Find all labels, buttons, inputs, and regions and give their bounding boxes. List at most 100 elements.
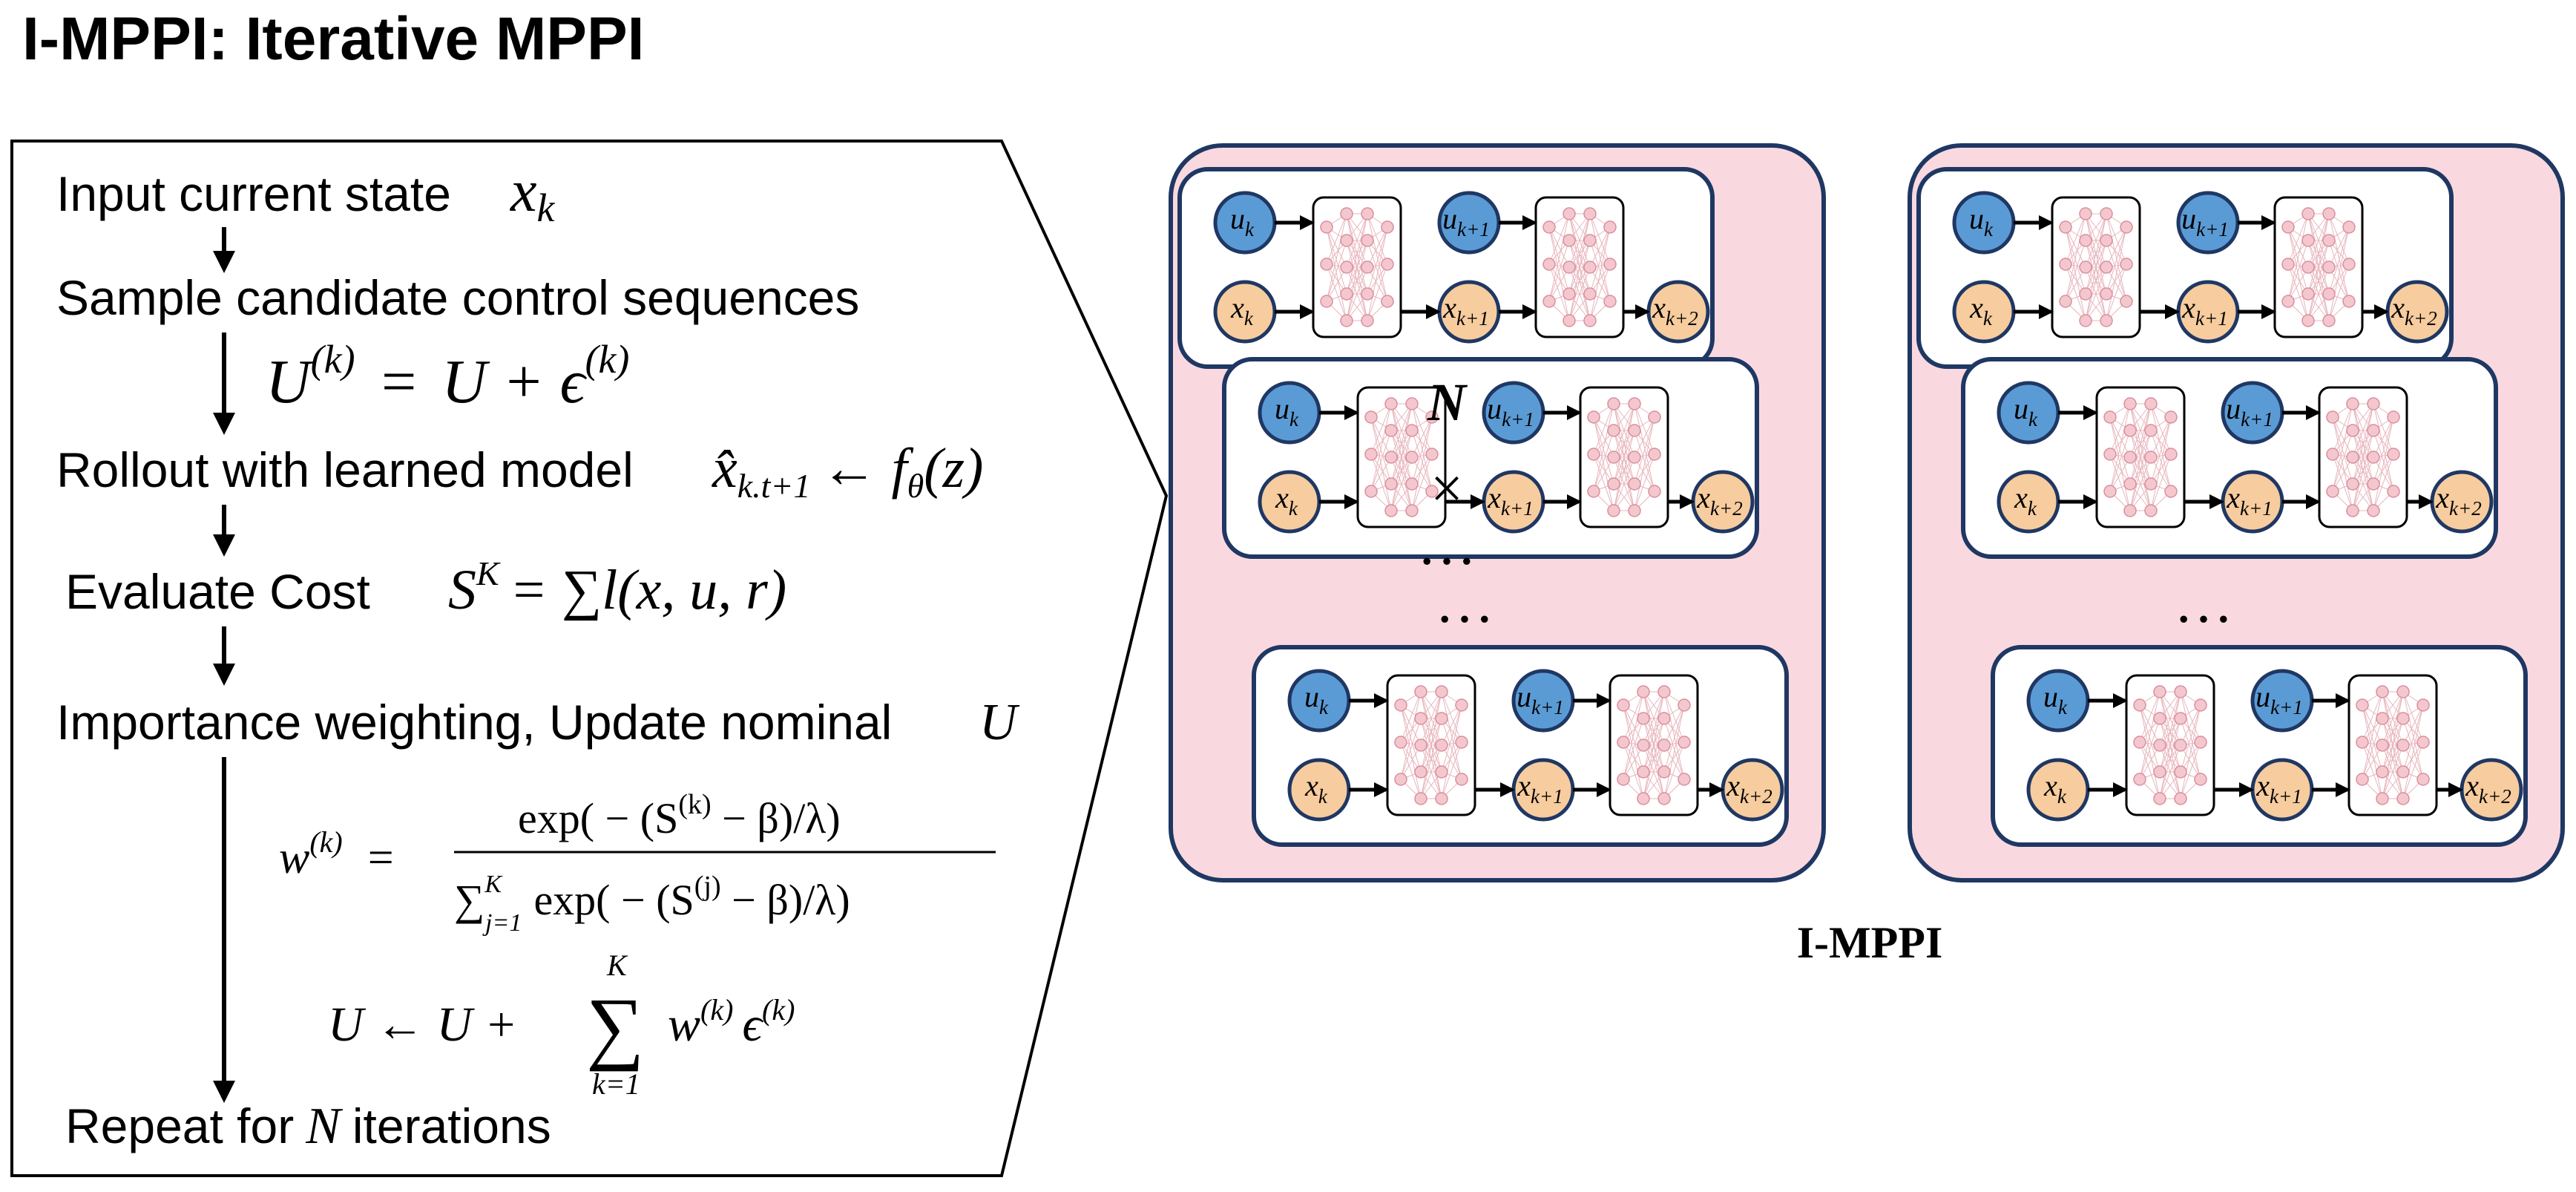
panel-right-row3-b-nn-edge (2402, 691, 2424, 743)
panel-left-row3-b-nn-edge (1663, 744, 1685, 780)
panel-left-row1-a-nn-edge (1346, 213, 1368, 295)
panel-left-row3-a-nn-edge (1420, 691, 1442, 746)
panel-left-row3-a-nn-edge (1420, 691, 1442, 773)
panel-right-row2-a-nn-neuron (2144, 451, 2158, 464)
panel-right-row1-b-nn-edge (2307, 213, 2330, 268)
panel-left-row1-b-nn-edge (1589, 213, 1611, 265)
panel-right-row1-a-nn-edge (2106, 240, 2127, 302)
panel-left-row3-a-nn-edge (1441, 704, 1462, 746)
panel-left-row3-x-label: xk+1 (1517, 769, 1563, 808)
panel-right-row1-a-nn-edge (2106, 213, 2127, 265)
panel-left-row3-b-nn-edge (1643, 691, 1665, 773)
repeat-ellipsis: … (1417, 512, 1476, 577)
panel-right-row2-b-nn-edge (2332, 416, 2353, 485)
panel-right-row1-a-nn-neuron (2120, 220, 2133, 234)
panel-right-row3-a-nn-neuron (2174, 765, 2187, 779)
panel-right-row2-b-nn-edge (2332, 416, 2353, 511)
panel-left-row3-b-nn-neuron (1657, 739, 1671, 752)
panel-left-row2-a-nn-edge (1411, 403, 1433, 455)
panel-right-row3-b-nn-neuron (2356, 736, 2369, 749)
panel-left-row2-b-nn-neuron (1628, 397, 1641, 410)
eq-rollout-xhat: x̂ (712, 437, 737, 500)
panel-right-row3-b-nn-edge (2402, 691, 2424, 780)
panel-right-row1-x-label: xk (1969, 291, 1993, 330)
panel-left-row2-x-label: xk+1 (1487, 481, 1533, 520)
eq-weight-den-sup: (j) (694, 871, 721, 902)
panel-right-row3-b-nn-neuron (2396, 739, 2410, 752)
panel-left-row3-b-nn-edge (1663, 691, 1685, 743)
panel-right-row3-x-label: xk+2 (2465, 769, 2511, 808)
panel-left-row2-b-nn-neuron (1587, 485, 1600, 498)
panel-right-row2-b-nn-neuron (2346, 477, 2359, 491)
panel-left-row1-a-nn-neuron (1381, 258, 1394, 271)
panel-right-row3-b-nn-edge (2382, 691, 2404, 799)
panel-right-row3-a-nn-edge (2159, 691, 2181, 773)
panel-right-row2-b-nn-edge (2332, 403, 2353, 455)
panel-left-row3-a-nn-edge (1400, 691, 1422, 780)
step-nominal-U: U (979, 694, 1020, 751)
panel-left-row3-b-nn-edge (1623, 741, 1644, 799)
panel-right-row1-a-nn-neuron (2059, 258, 2072, 271)
panel-left-row2-b-nn-edge (1613, 430, 1635, 511)
panel-right-row2-a-nn-neuron (2164, 410, 2178, 424)
panel-left-row3-b-nn-neuron (1637, 712, 1650, 725)
panel-left-row2-b-nn-edge (1593, 430, 1614, 492)
panel-right-row3-b-nn-neuron (2416, 773, 2430, 786)
panel-right-row3-b-nn-neuron (2396, 685, 2410, 698)
panel-left-row3-b-nn-edge (1663, 691, 1685, 780)
panel-left-row2-a-nn-edge (1411, 416, 1433, 458)
panel-left-row3-b-nn-edge (1663, 704, 1685, 746)
svg-text:k=1: k=1 (592, 1067, 640, 1101)
panel-left-row1-b-nn-edge (1589, 213, 1611, 302)
step-rollout: Rollout with learned model (56, 442, 634, 497)
panel-left-row2-b-nn-edge (1634, 453, 1655, 511)
panel-left-row1-b-nn-neuron (1563, 234, 1576, 247)
panel-left-row3-a-nn-neuron (1394, 698, 1407, 712)
panel-right-row2-a-nn-edge (2150, 403, 2172, 455)
panel-left-row3-a-nn-neuron (1414, 792, 1427, 805)
panel-right-row3-a-nn-neuron (2153, 765, 2166, 779)
panel-left-row2-a-nn-edge (1411, 453, 1433, 511)
panel-left-row3-b-nn-neuron (1637, 685, 1650, 698)
panel-right-row3-b-nn-neuron (2356, 773, 2369, 786)
panel-right-row2-x-label: xk (2014, 481, 2037, 520)
panel-left-row2-a-nn-edge (1411, 416, 1433, 511)
panel-right-row3-b-nn-neuron (2376, 685, 2389, 698)
panel-right-row3-a-nn-edge (2139, 718, 2161, 780)
eq-update-sum-top: K (606, 949, 628, 982)
panel-right-row3-a-nn-neuron (2194, 736, 2207, 749)
panel-left-row2-a-nn-neuron (1364, 448, 1378, 461)
panel-left-row2-a-nn-edge (1370, 403, 1392, 455)
panel-left-row3-a-nn-neuron (1435, 792, 1448, 805)
panel-right-row2-b-nn-neuron (2346, 451, 2359, 464)
panel-left-row2-a-nn-edge (1370, 456, 1392, 492)
panel-right-row2-x-label: xk+2 (2435, 481, 2481, 520)
panel-right-row3-b-nn-edge (2362, 704, 2383, 799)
panel-left-row3-a-nn-edge (1441, 741, 1462, 799)
panel-left-row1-a-nn-neuron (1320, 220, 1333, 234)
eq-sample-U: U (266, 347, 315, 416)
panel-left-row1-a-nn-neuron (1361, 314, 1374, 327)
panel-left-row3-b-nn-neuron (1657, 712, 1671, 725)
panel-right-row1-a-nn-edge (2106, 263, 2127, 321)
panel-left-row2-a-nn-neuron (1405, 451, 1419, 464)
panel-left-row2-b-nn-edge (1634, 416, 1655, 511)
panel-left-row2-a-nn-neuron (1384, 397, 1398, 410)
panel-left-row3-a-nn-edge (1441, 704, 1462, 799)
svg-text:SK= ∑l(x, u, r): SK= ∑l(x, u, r) (448, 554, 786, 621)
panel-left-row3-b-nn-edge (1623, 704, 1644, 746)
panel-right-row2-a-nn-neuron (2123, 477, 2137, 491)
panel-right-row3-a-nn-neuron (2153, 712, 2166, 725)
panel-right-row3-a-nn-edge (2139, 691, 2161, 780)
panel-right-row2-a-nn-edge (2129, 403, 2152, 458)
panel-left-row3-a-nn-neuron (1435, 765, 1448, 779)
panel-right-row1-b-nn-neuron (2281, 295, 2295, 308)
panel-right-row2-b-nn-edge (2352, 456, 2374, 511)
panel-left-row2-b-nn-neuron (1607, 451, 1620, 464)
panel-left-row3-b-nn-neuron (1657, 765, 1671, 779)
panel-left-row1-a-nn-edge (1326, 226, 1347, 268)
panel-left-row1-a-nn-edge (1326, 213, 1347, 302)
panel-left-row3-a-nn-edge (1420, 691, 1442, 799)
